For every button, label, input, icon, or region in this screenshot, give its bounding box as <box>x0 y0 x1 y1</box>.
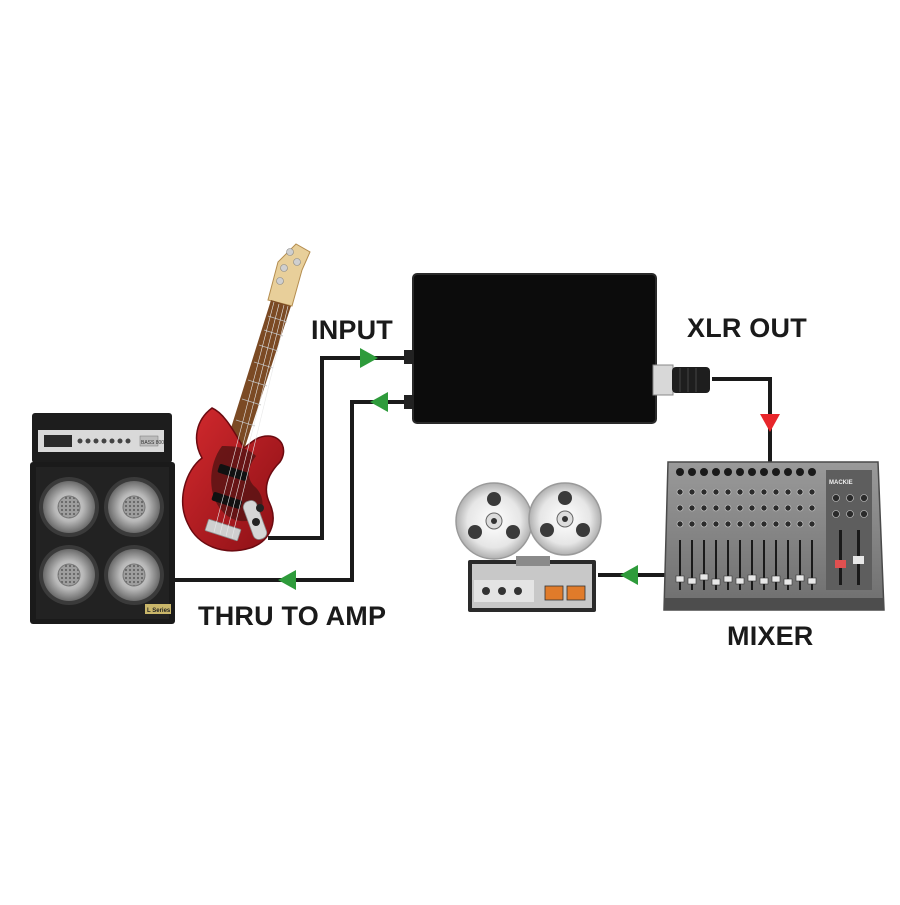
mixer-label: MIXER <box>727 621 814 651</box>
input-label: INPUT <box>311 315 393 345</box>
xlr-out-label: XLR OUT <box>687 313 807 343</box>
speaker-cones <box>39 477 164 605</box>
di-box-icon <box>404 273 657 424</box>
arrow-xlr-out-icon <box>760 414 780 432</box>
cable-guitar-to-input <box>268 356 415 540</box>
arrow-amp-icon <box>278 570 296 590</box>
reel-to-reel-tape-icon <box>455 482 602 612</box>
mixer-console-icon: MACKIE <box>663 461 885 611</box>
bass-guitar-icon <box>181 243 311 552</box>
arrow-tape-icon <box>620 565 638 585</box>
arrow-thru-icon <box>370 392 388 412</box>
thru-to-amp-label: THRU TO AMP <box>198 601 387 631</box>
cabinet-badge: L Series <box>147 608 171 614</box>
arrow-input-icon <box>360 348 378 368</box>
amp-head-model: BASS 800 <box>141 440 164 446</box>
bass-amp-cabinet-icon: BASS 800 L Series <box>30 413 175 624</box>
xlr-connector-icon <box>652 364 710 396</box>
mixer-brand: MACKIE <box>829 480 853 486</box>
cable-xlr-to-mixer <box>712 377 772 462</box>
signal-arrows <box>278 348 780 590</box>
